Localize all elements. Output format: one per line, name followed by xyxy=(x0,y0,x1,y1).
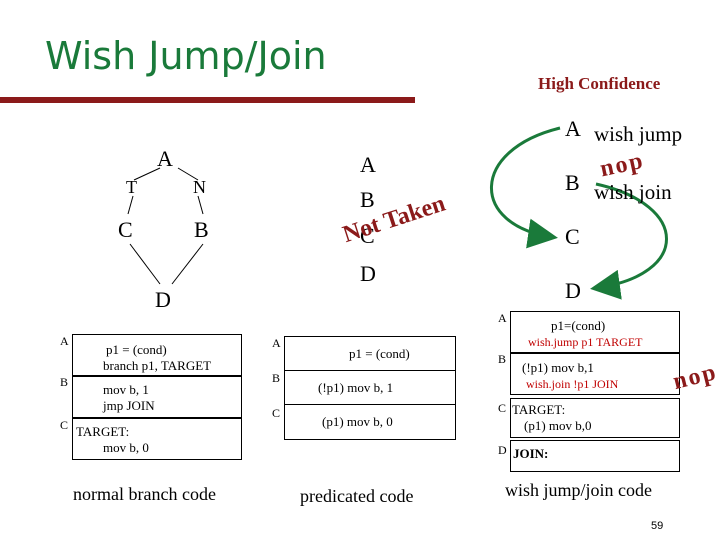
pred-node-c: C xyxy=(360,223,375,248)
wish-node-a: A xyxy=(565,116,581,141)
wish-caption: wish jump/join code xyxy=(505,480,652,500)
pred-line-a1: p1 = (cond) xyxy=(349,346,410,361)
normal-line-b1: mov b, 1 xyxy=(103,382,149,397)
wish-node-c: C xyxy=(565,224,580,249)
cfg-edge-n-b xyxy=(197,195,204,215)
wish-jump-label: wish jump xyxy=(594,122,683,146)
cfg-node-a: A xyxy=(157,146,173,171)
pred-label-b: B xyxy=(272,371,281,385)
cfg-edge-label-t: T xyxy=(126,177,137,197)
pred-node-d: D xyxy=(360,261,376,286)
wish-code-label-b: B xyxy=(498,352,507,366)
wish-jump-arrow xyxy=(490,126,561,249)
normal-line-c2: mov b, 0 xyxy=(103,440,149,455)
page-number: 59 xyxy=(651,520,664,532)
normal-block-a xyxy=(72,334,242,376)
pred-label-a: A xyxy=(272,336,281,350)
wish-code-block-d xyxy=(510,440,680,472)
normal-label-b: B xyxy=(60,375,69,389)
title-underline xyxy=(0,97,415,103)
pred-line-b1: (!p1) mov b, 1 xyxy=(318,380,394,395)
slide-title: Wish Jump/Join xyxy=(45,34,327,78)
wish-code-line-a1: p1=(cond) xyxy=(551,318,606,333)
pred-node-b: B xyxy=(360,187,375,212)
pred-caption: predicated code xyxy=(300,486,414,506)
wish-code-line-c2: (p1) mov b,0 xyxy=(524,418,592,433)
pred-block-a xyxy=(284,336,456,372)
pred-line-c1: (p1) mov b, 0 xyxy=(322,414,393,429)
cfg-edge-a-t xyxy=(133,167,161,181)
normal-label-a: A xyxy=(60,334,69,348)
normal-label-c: C xyxy=(60,418,69,432)
normal-caption: normal branch code xyxy=(73,484,216,504)
pred-node-a: A xyxy=(360,152,376,177)
wish-code-line-b1: (!p1) mov b,1 xyxy=(522,360,594,375)
wish-code-line-a2: wish.jump p1 TARGET xyxy=(528,335,643,349)
wish-code-block-b xyxy=(510,353,680,395)
normal-block-b xyxy=(72,376,242,418)
normal-line-b2: jmp JOIN xyxy=(103,398,155,413)
cfg-node-c: C xyxy=(118,217,133,242)
normal-line-c1: TARGET: xyxy=(76,424,130,439)
normal-line-a2: branch p1, TARGET xyxy=(103,358,212,373)
wish-join-arrow xyxy=(590,182,668,300)
cfg-edge-b-d xyxy=(171,243,204,285)
wish-node-d: D xyxy=(565,278,581,303)
wish-code-block-c xyxy=(510,398,680,438)
confidence-label: High Confidence xyxy=(538,74,661,93)
cfg-edge-c-d xyxy=(129,243,161,285)
pred-block-b xyxy=(284,370,456,406)
normal-block-c xyxy=(72,418,242,460)
normal-line-a1: p1 = (cond) xyxy=(106,342,167,357)
cfg-edge-a-n xyxy=(177,167,199,181)
wish-join-label: wish join xyxy=(594,180,672,204)
wish-code-line-b2: wish.join !p1 JOIN xyxy=(526,377,619,391)
pred-block-c xyxy=(284,404,456,440)
wish-code-label-a: A xyxy=(498,311,507,325)
cfg-node-b: B xyxy=(194,217,209,242)
cfg-edge-t-c xyxy=(127,195,134,215)
pred-label-c: C xyxy=(272,406,281,420)
wish-code-label-c: C xyxy=(498,401,507,415)
wish-code-block-a xyxy=(510,311,680,353)
wish-code-label-d: D xyxy=(498,443,507,457)
wish-node-b: B xyxy=(565,170,580,195)
wish-code-line-d1: JOIN: xyxy=(513,446,549,461)
cfg-node-d: D xyxy=(155,287,171,312)
cfg-edge-label-n: N xyxy=(193,177,206,197)
wish-code-line-c1: TARGET: xyxy=(512,402,566,417)
